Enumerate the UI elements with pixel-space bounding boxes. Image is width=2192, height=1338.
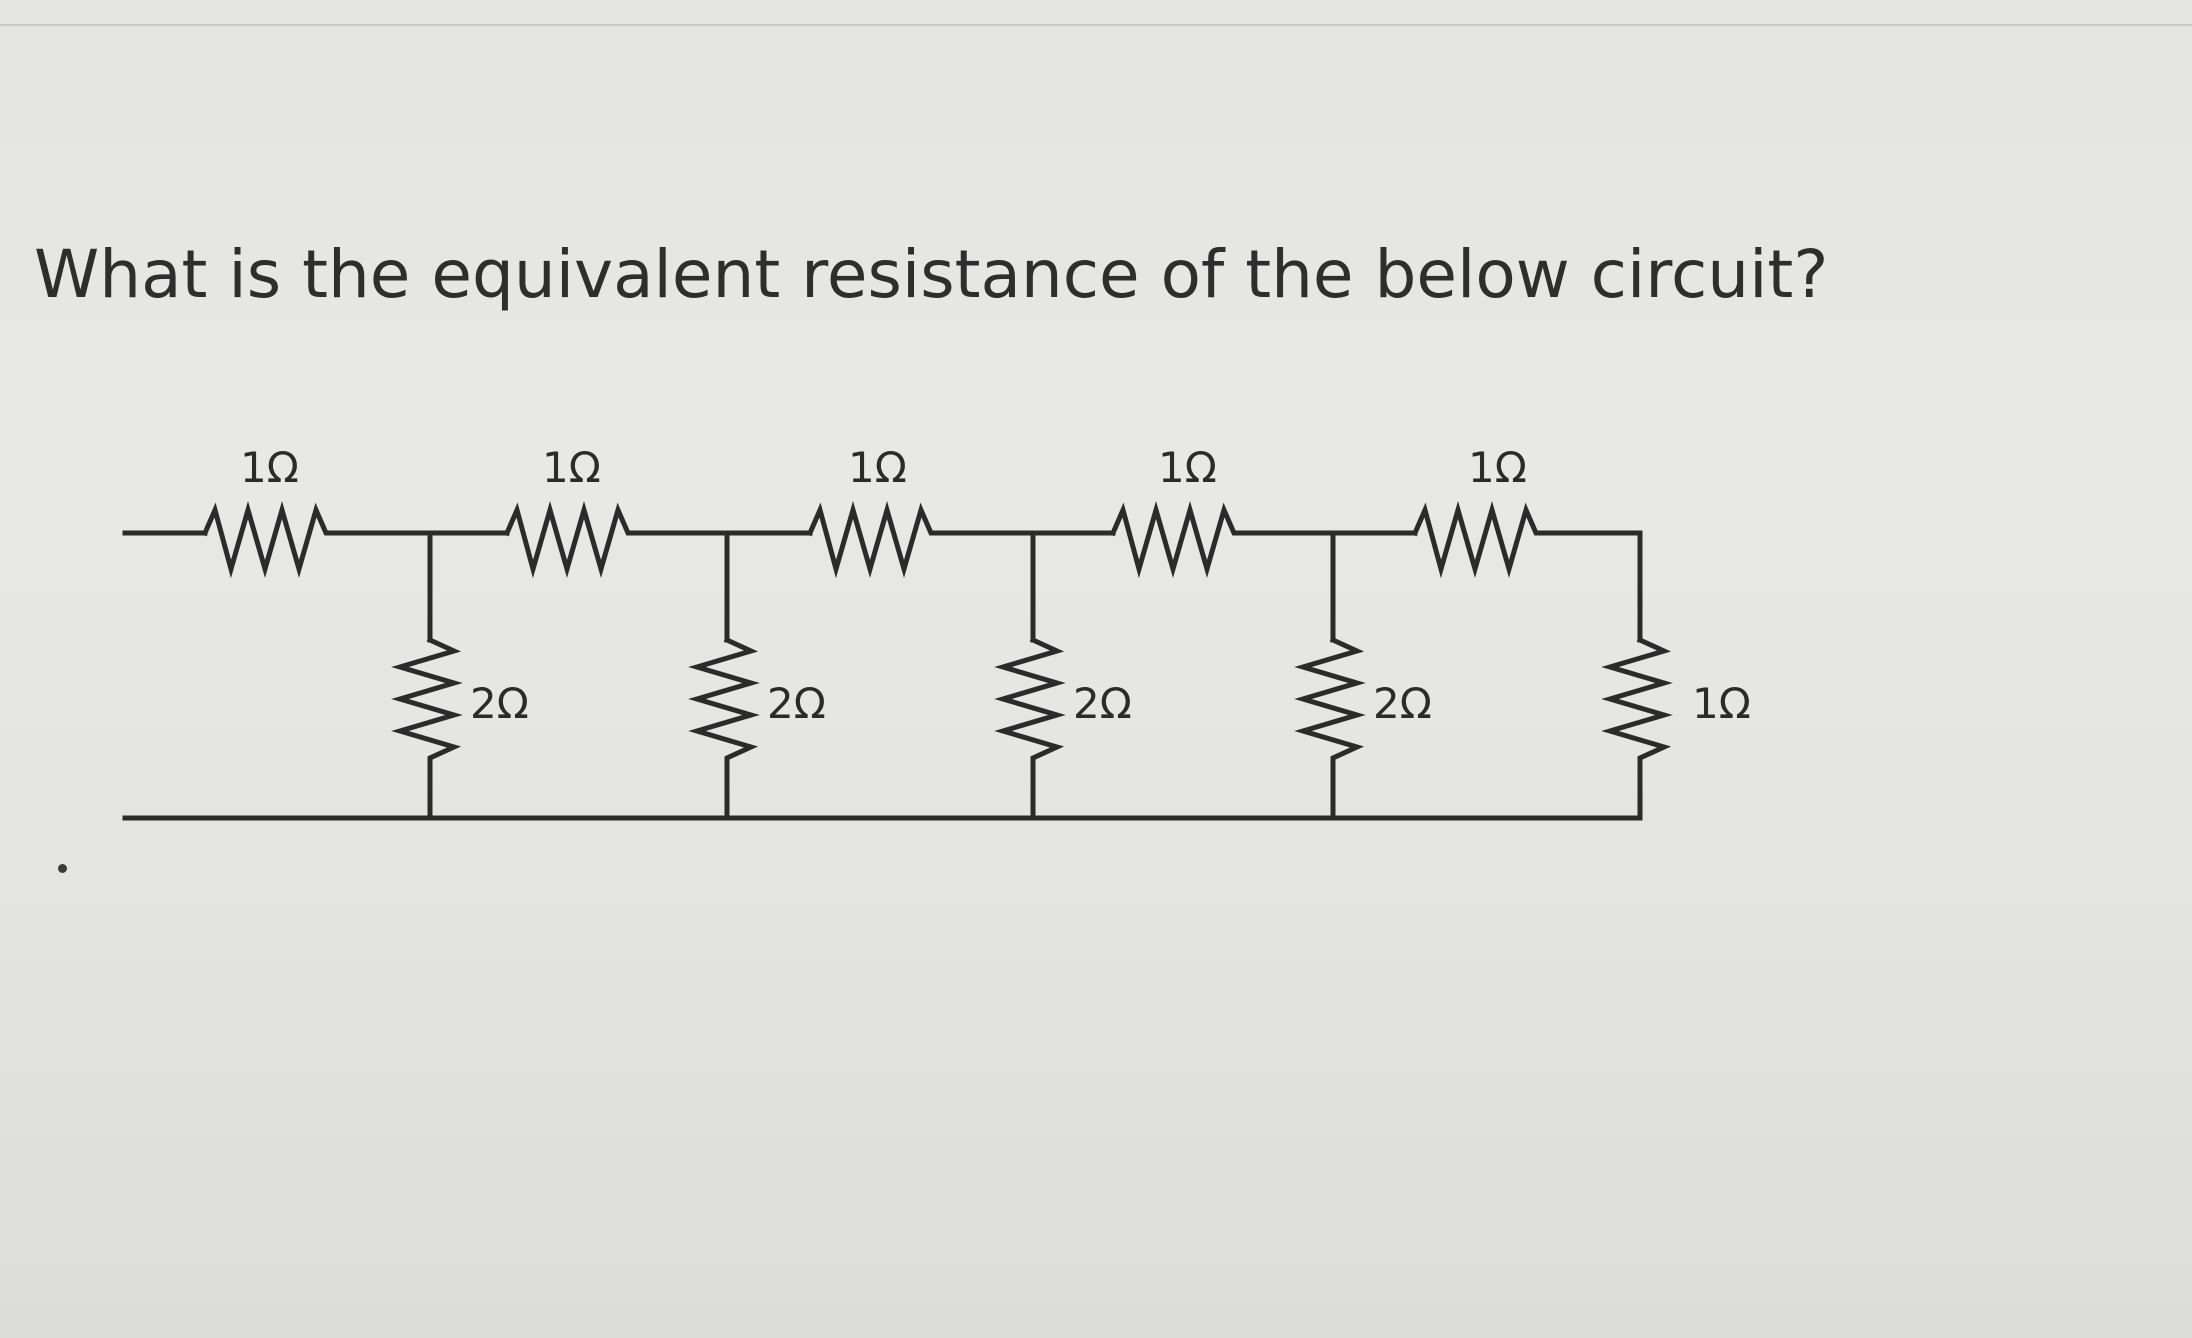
shunt-resistor-2-label: 2Ω xyxy=(767,679,826,728)
resistor-labels: 1Ω 1Ω 1Ω 1Ω 1Ω 2Ω 2Ω 2Ω 2Ω 1Ω xyxy=(240,443,1751,728)
series-resistor-3-symbol xyxy=(806,500,943,579)
shunt-resistors xyxy=(391,636,1673,773)
series-resistor-4-symbol xyxy=(1109,500,1246,579)
shunt-resistor-4-symbol xyxy=(1294,636,1366,773)
shunt-resistor-4-label: 2Ω xyxy=(1373,679,1432,728)
question-text: What is the equivalent resistance of the… xyxy=(34,236,1829,313)
shunt-resistor-2-symbol xyxy=(688,636,760,773)
series-resistor-1-symbol xyxy=(201,500,338,579)
shunt-resistor-1-symbol xyxy=(391,636,463,773)
series-resistors xyxy=(201,500,1548,579)
series-resistor-5-label: 1Ω xyxy=(1468,443,1527,492)
shunt-resistor-3-symbol xyxy=(994,636,1066,773)
shunt-resistor-5-label: 1Ω xyxy=(1692,679,1751,728)
series-resistor-2-label: 1Ω xyxy=(542,443,601,492)
stray-dot-mark xyxy=(58,864,67,873)
shunt-resistor-5-symbol xyxy=(1601,636,1673,773)
top-divider xyxy=(0,24,2192,26)
series-resistor-2-symbol xyxy=(503,500,640,579)
shunt-resistor-3-label: 2Ω xyxy=(1073,679,1132,728)
series-resistor-4-label: 1Ω xyxy=(1158,443,1217,492)
top-wire-5 xyxy=(1542,530,1643,643)
series-resistor-1-label: 1Ω xyxy=(240,443,299,492)
series-resistor-3-label: 1Ω xyxy=(848,443,907,492)
circuit-wires xyxy=(122,530,1643,821)
shunt-resistor-1-label: 2Ω xyxy=(470,679,529,728)
series-resistor-5-symbol xyxy=(1411,500,1548,579)
